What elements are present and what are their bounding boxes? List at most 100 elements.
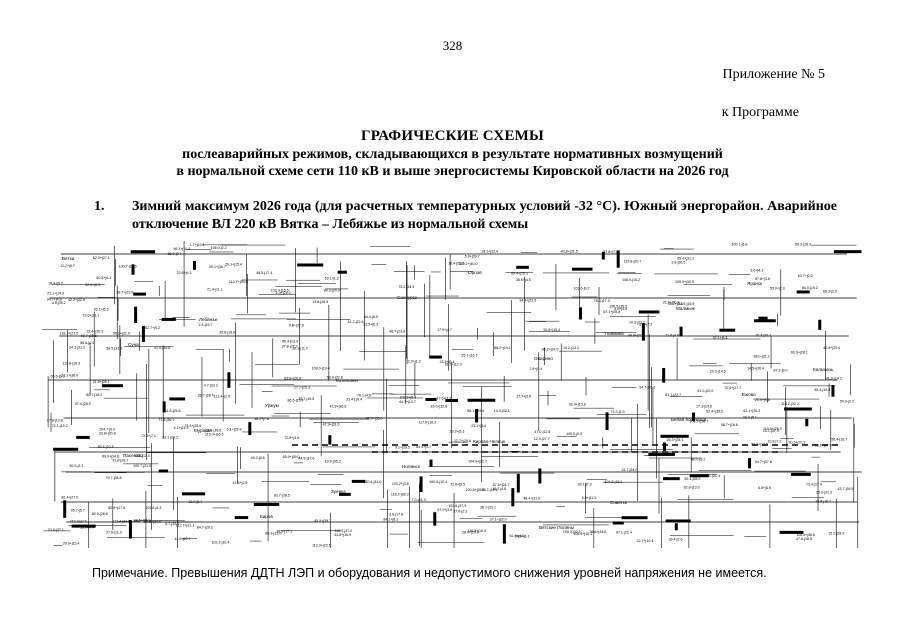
flow-annotation: 22.4+j20.3 [86, 330, 103, 334]
flow-annotation: 31.9-j5.7 [188, 500, 202, 504]
flow-annotation: 50.3-j26.3 [795, 243, 811, 247]
flow-annotation: 81.1-j22.7 [665, 393, 681, 397]
substation-bus [719, 328, 736, 332]
substation-bus [511, 488, 515, 507]
flow-annotation: 93.1+j5.3 [94, 308, 109, 312]
flow-annotation: 29.1+j15.4 [225, 263, 242, 267]
flow-annotation: 1.4+j25.0 [276, 291, 291, 295]
flow-annotation: 100.7-j21.8 [133, 464, 151, 468]
substation-bus [805, 418, 809, 427]
flow-annotation: 104.9+j22.7 [468, 460, 487, 464]
flow-annotation: 84.7-j29.2 [197, 526, 213, 530]
flow-annotation: 49.8+j27.9 [628, 333, 645, 337]
flow-annotation: 42.9+j31.6 [323, 423, 340, 427]
flow-annotation: 69.9-j36.6 [205, 428, 221, 432]
flow-annotation: 78.4-j17.0 [594, 299, 610, 303]
flow-annotation: 75.2-j34.5 [398, 285, 414, 289]
flow-annotation: 73.3+j7.1 [141, 434, 156, 438]
flow-annotation: 55.2-j15.6 [482, 488, 498, 492]
flow-annotation: 90.7-j25.6 [81, 334, 97, 338]
flow-annotation: 60.9+j28.1 [791, 351, 808, 355]
substation-bus [665, 519, 691, 523]
document-subtitle-line-1: послеаварийных режимов, складывающихся в… [182, 147, 723, 162]
flow-annotation: 64.4+j2.7 [416, 445, 431, 449]
flow-annotation: 33.6-j37.1 [48, 528, 64, 532]
flow-annotation: 100.8+j26.9 [466, 488, 485, 492]
flow-annotation: 89.4+j15.1 [511, 272, 528, 276]
substation-name: Советск [610, 500, 628, 505]
flow-annotation: 117.6-j18.3 [418, 420, 436, 424]
flow-annotation: 102.8-j4.3 [145, 506, 161, 510]
flow-annotation: 103.3+j5.8 [399, 395, 416, 399]
substation-bus [131, 264, 135, 275]
flow-annotation: 6.8+j6.5 [758, 486, 771, 490]
flow-annotation: 37.0-j2.3 [453, 510, 467, 514]
flow-annotation: 100.6-j10.4 [429, 480, 447, 484]
flow-annotation: 58.5-j33.0 [106, 347, 122, 351]
flow-annotation: 103.6-j9.2 [574, 287, 590, 291]
flow-annotation: 85.6-j10.5 [98, 445, 114, 449]
flow-annotation: 49.2-j6.8 [251, 456, 265, 460]
flow-annotation: 118.7+j27.5 [60, 332, 79, 336]
flow-annotation: 14.3-j32.1 [494, 409, 510, 413]
flow-annotation: 112.7+j31.1 [176, 523, 195, 527]
flow-annotation: 17.3-j19.6 [696, 405, 712, 409]
flow-annotation: 61.1+j12.9 [445, 363, 462, 367]
flow-annotation: 39.9+j15.4 [63, 542, 80, 546]
substation-bus [192, 260, 196, 270]
flow-annotation: 84.0-j19.2 [802, 286, 818, 290]
substation-bus [328, 435, 332, 445]
substation-name: Пижанка [605, 331, 624, 336]
flow-annotation: 27.6-j11.9 [106, 531, 122, 535]
flow-annotation: 12.9-j27.7 [534, 437, 550, 441]
flow-annotation: 23.8+j9.3 [177, 271, 192, 275]
flow-annotation: 38.5-j17.1 [276, 530, 292, 534]
flow-annotation: 88.0-j31.2 [754, 354, 770, 358]
flow-annotation: 0.8+j37.8 [289, 323, 304, 327]
substation-bus [578, 307, 582, 320]
flow-annotation: 41.9-j14.2 [826, 376, 842, 380]
page-number: 328 [442, 38, 463, 53]
substation-name: Вятские Поляны [539, 525, 574, 530]
flow-annotation: 106.5-j35.5 [609, 304, 627, 308]
flow-annotation: 52.4+j38.5 [706, 410, 723, 414]
substation-bus [182, 492, 206, 496]
flow-annotation: 44.8+j16.9 [334, 533, 351, 537]
flow-annotation: 5.0+j39.7 [465, 255, 480, 259]
flow-annotation: 115.8-j20.7 [624, 259, 642, 263]
flow-annotation: 68.3-j2.3 [823, 290, 837, 294]
flow-annotation: 80.7-j18.2 [86, 393, 102, 397]
flow-annotation: 54.7+j37.6 [755, 460, 772, 464]
flow-annotation: 33.9+j20.9 [663, 300, 680, 304]
flow-annotation: 99.1+j36.7 [209, 265, 226, 269]
flow-annotation: 31.4-j10.4 [346, 397, 362, 401]
flow-annotation: 97.1-j22.4 [616, 531, 632, 535]
flow-annotation: 53.9-j32.8 [327, 375, 343, 379]
flow-annotation: 61.0+j6.6 [509, 534, 524, 538]
flow-annotation: 4.7-j33.2 [204, 383, 218, 387]
flow-annotation: 15.2-j28.9 [828, 532, 844, 536]
schematic-buses [53, 250, 862, 544]
substation-bus [601, 251, 605, 260]
flow-annotation: 80.3-j20.9 [324, 289, 340, 293]
flow-annotation: 109.9+j30.5 [675, 280, 694, 284]
flow-annotation: 1.7+j19.1 [190, 243, 205, 247]
flow-annotation: 71.8-j4.6 [665, 334, 679, 338]
schematic-labels: 22.7+j10.498.0-j12.0104.7-j0.992.1+j5.43… [47, 243, 854, 548]
substation-name: Опарино [534, 356, 553, 361]
substation-name: Пасегово [123, 453, 143, 458]
flow-annotation: 60.5+j6.1 [96, 276, 111, 280]
flow-annotation: 87.3-j9.0 [774, 368, 788, 372]
flow-annotation: 73.3+j28.6 [184, 424, 201, 428]
substation-bus [660, 434, 689, 438]
flow-annotation: 92.0+j33.0 [366, 416, 383, 420]
flow-annotation: 96.3+j10.4 [173, 247, 190, 251]
flow-annotation: 72.1-j15.2 [52, 424, 68, 428]
substation-bus [758, 316, 768, 320]
flow-annotation: 108.9-j15.2 [622, 278, 640, 282]
flow-annotation: 56.6-j0.4 [80, 341, 94, 345]
flow-annotation: 100.5-j0.0 [566, 432, 582, 436]
flow-annotation: 21.1+j14.9 [47, 291, 64, 295]
substation-bus [516, 473, 520, 493]
flow-annotation: 47.0-j12.8 [534, 430, 550, 434]
